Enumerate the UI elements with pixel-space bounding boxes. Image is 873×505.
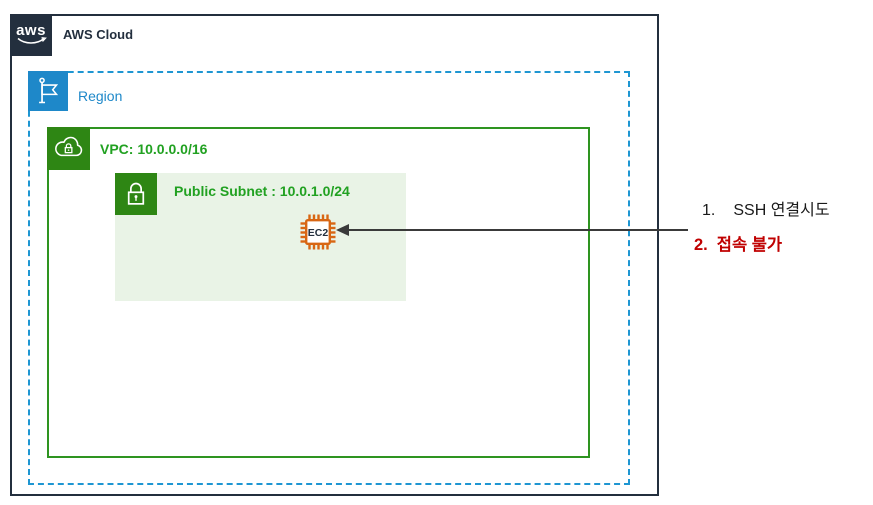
aws-cloud-label: AWS Cloud	[63, 27, 134, 42]
vpc-cloud-lock-icon	[47, 127, 90, 170]
annotation-access-denied: 2. 접속 불가	[694, 231, 782, 255]
public-subnet-box	[115, 173, 406, 301]
annotation-1-text: SSH 연결시도	[733, 202, 830, 219]
ec2-label: EC2	[308, 227, 329, 239]
subnet-lock-icon	[115, 173, 157, 215]
vpc-label: VPC: 10.0.0.0/16	[100, 141, 208, 157]
aws-smile-icon	[17, 36, 47, 44]
region-box	[28, 71, 630, 485]
ssh-arrow	[336, 224, 688, 236]
ec2-instance-icon: EC2	[298, 212, 338, 252]
aws-logo-text: aws	[16, 21, 46, 39]
annotation-ssh-attempt: 1. SSH 연결시도	[702, 196, 830, 220]
annotation-2-number: 2.	[694, 236, 708, 254]
aws-logo-icon: aws	[10, 14, 52, 56]
subnet-label: Public Subnet : 10.0.1.0/24	[174, 183, 350, 199]
region-label: Region	[78, 88, 123, 104]
annotation-1-number: 1.	[702, 202, 716, 219]
region-flag-icon	[28, 71, 68, 111]
annotation-2-text: 접속 불가	[716, 236, 783, 254]
